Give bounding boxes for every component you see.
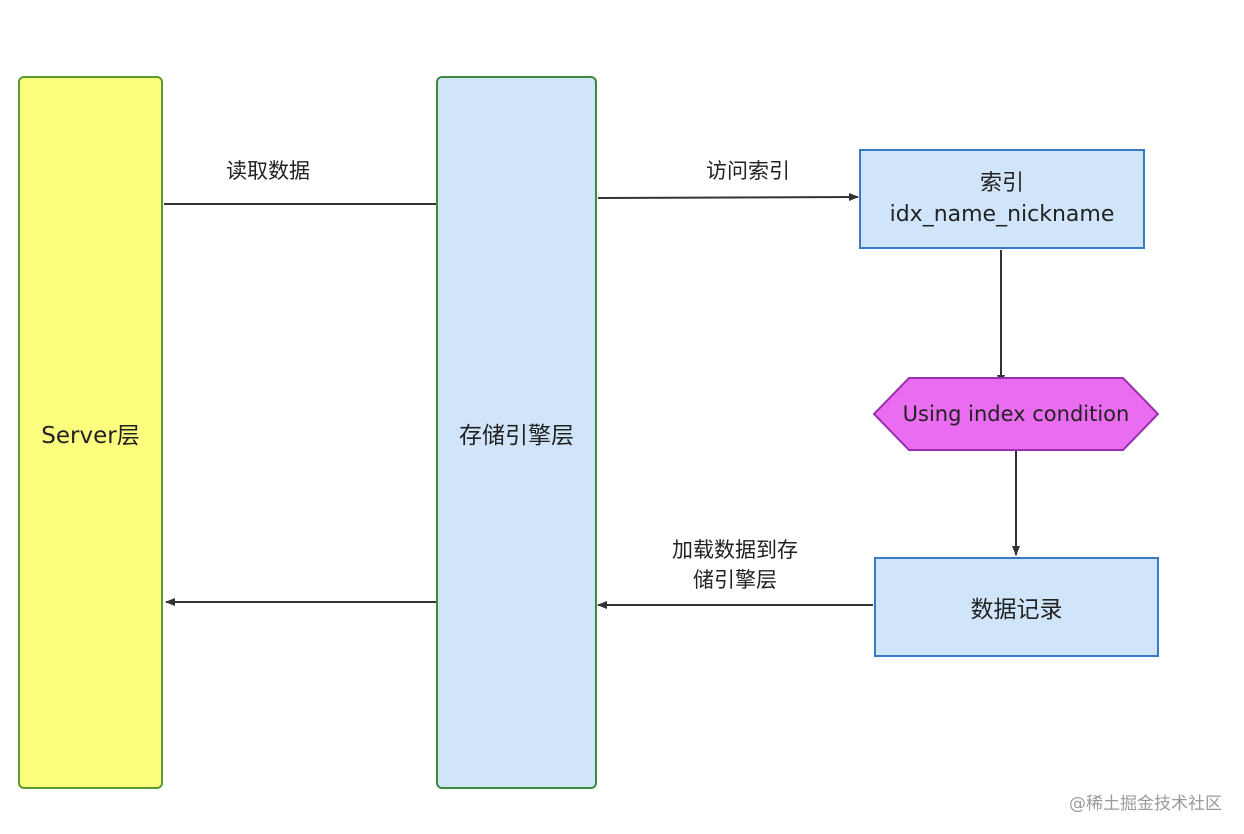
storage-engine-layer-label: 存储引擎层 bbox=[459, 422, 574, 449]
watermark: @稀土掘金技术社区 bbox=[1069, 794, 1222, 814]
server-layer-label: Server层 bbox=[41, 422, 140, 449]
server-layer-box: Server层 bbox=[18, 76, 163, 789]
index-title: 索引 bbox=[979, 171, 1024, 196]
index-box: 索引 idx_name_nickname bbox=[859, 149, 1145, 249]
arrow-access-index bbox=[597, 193, 859, 202]
load-data-label-line1: 加载数据到存 bbox=[672, 538, 798, 562]
condition-hexagon bbox=[872, 377, 1160, 451]
data-records-box: 数据记录 bbox=[874, 557, 1159, 657]
storage-engine-layer-box: 存储引擎层 bbox=[436, 76, 597, 789]
load-data-label-line2: 储引擎层 bbox=[693, 568, 777, 592]
data-records-label: 数据记录 bbox=[970, 597, 1063, 623]
index-name: idx_name_nickname bbox=[889, 202, 1115, 227]
load-data-label: 加载数据到存 储引擎层 bbox=[660, 535, 810, 595]
read-data-label: 读取数据 bbox=[226, 159, 310, 183]
condition-label: Using index condition bbox=[902, 402, 1130, 426]
access-index-label: 访问索引 bbox=[706, 159, 790, 183]
